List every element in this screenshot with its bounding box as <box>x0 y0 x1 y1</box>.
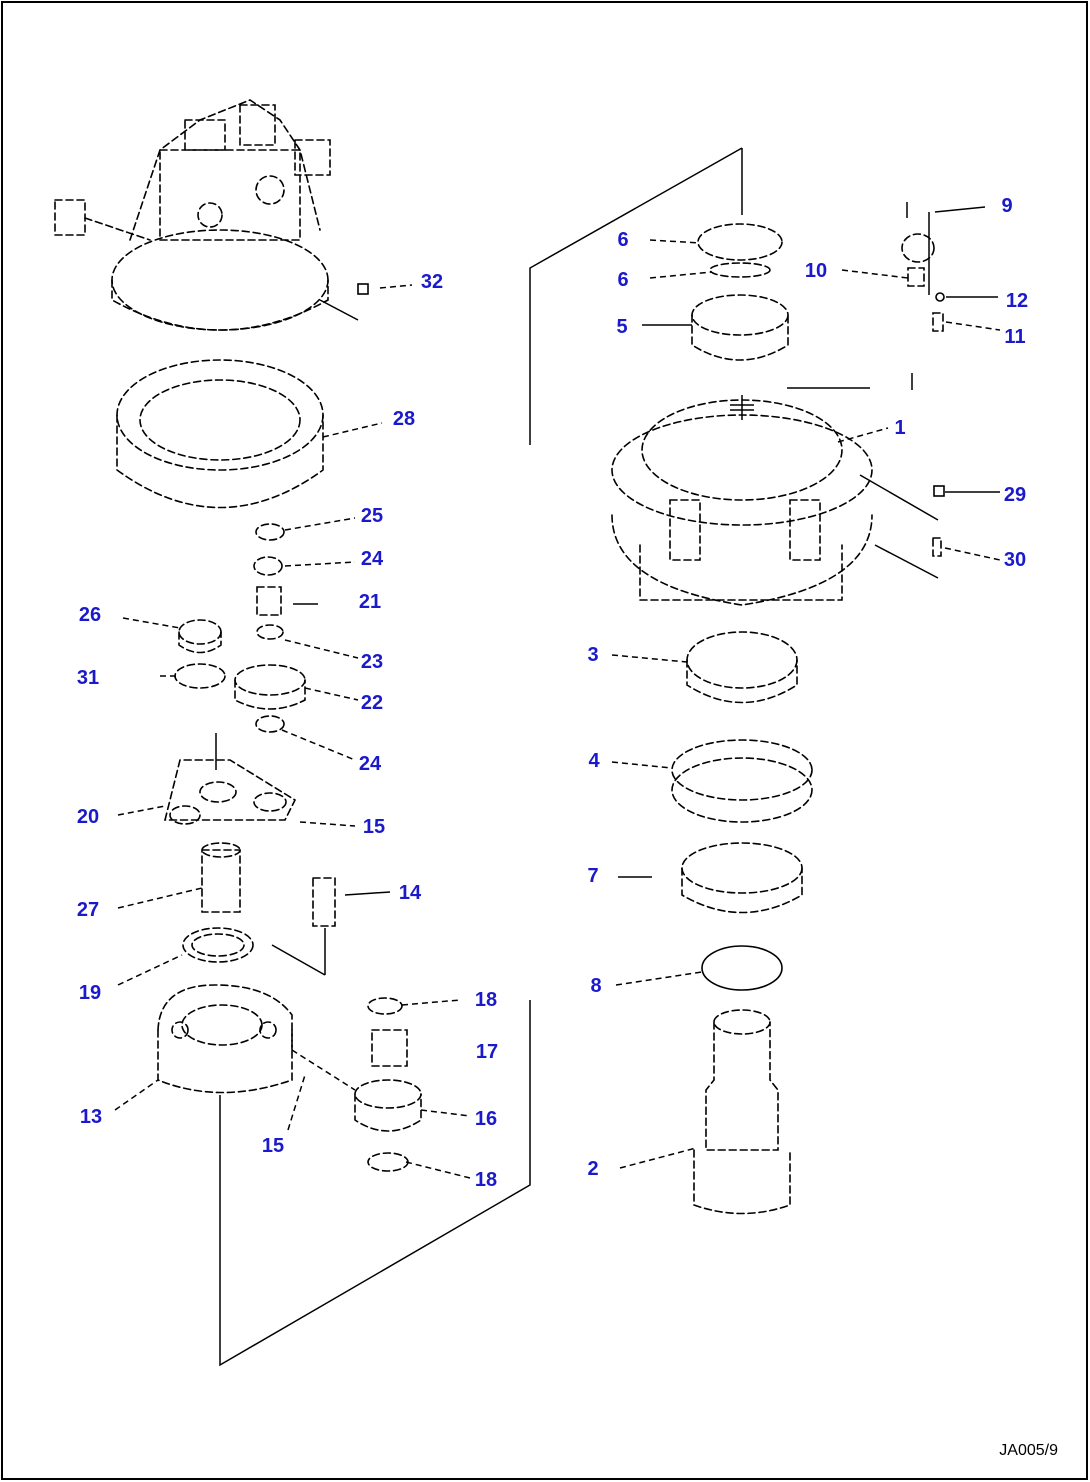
spacer-27-pin-14 <box>201 842 336 927</box>
drawing-number: JA005/9 <box>999 1442 1058 1459</box>
callout-29: 29 <box>1004 484 1026 506</box>
swing-motor-valve-assembly <box>54 99 359 331</box>
callout-14: 14 <box>399 882 422 904</box>
callout-4: 4 <box>588 750 600 772</box>
callout-18: 18 <box>475 1169 497 1191</box>
parts-right-column <box>611 223 945 1215</box>
callout-17: 17 <box>476 1041 498 1063</box>
leader-lines <box>114 206 1001 1179</box>
callout-18: 18 <box>475 989 497 1011</box>
callout-2: 2 <box>587 1158 598 1180</box>
callout-19: 19 <box>79 982 101 1004</box>
bolt-32 <box>357 283 369 295</box>
callout-6: 6 <box>617 269 628 291</box>
callout-24: 24 <box>361 548 384 570</box>
callout-11: 11 <box>1004 326 1025 348</box>
callout-16: 16 <box>475 1108 497 1130</box>
callout-8: 8 <box>590 975 601 997</box>
callout-26: 26 <box>79 604 101 626</box>
callout-9: 9 <box>1001 195 1012 217</box>
callout-3: 3 <box>587 644 598 666</box>
callout-15: 15 <box>262 1135 284 1157</box>
callout-24: 24 <box>359 753 382 775</box>
callout-27: 27 <box>77 899 99 921</box>
callout-25: 25 <box>361 505 383 527</box>
callout-labels: 6 6 10 9 12 11 5 32 28 1 29 30 25 24 21 … <box>77 195 1028 1191</box>
callout-5: 5 <box>616 316 627 338</box>
ring-19 <box>182 927 254 963</box>
callout-12: 12 <box>1006 290 1028 312</box>
callout-20: 20 <box>77 806 99 828</box>
callout-23: 23 <box>361 651 383 673</box>
callout-30: 30 <box>1004 549 1026 571</box>
small-parts-right-column <box>354 997 422 1172</box>
callout-31: 31 <box>77 667 99 689</box>
plate-20 <box>163 759 297 825</box>
callout-32: 32 <box>421 271 443 293</box>
small-parts-left <box>174 523 306 733</box>
callout-7: 7 <box>587 865 598 887</box>
callout-21: 21 <box>359 591 381 613</box>
ring-gear-28 <box>116 359 324 509</box>
assembly-lines <box>215 147 930 1367</box>
callout-10: 10 <box>805 260 827 282</box>
callout-13: 13 <box>80 1106 102 1128</box>
callout-28: 28 <box>393 408 415 430</box>
callout-22: 22 <box>361 692 383 714</box>
callout-15: 15 <box>363 816 385 838</box>
callout-6: 6 <box>617 229 628 251</box>
callout-1: 1 <box>894 417 905 439</box>
housing-13 <box>157 984 293 1094</box>
